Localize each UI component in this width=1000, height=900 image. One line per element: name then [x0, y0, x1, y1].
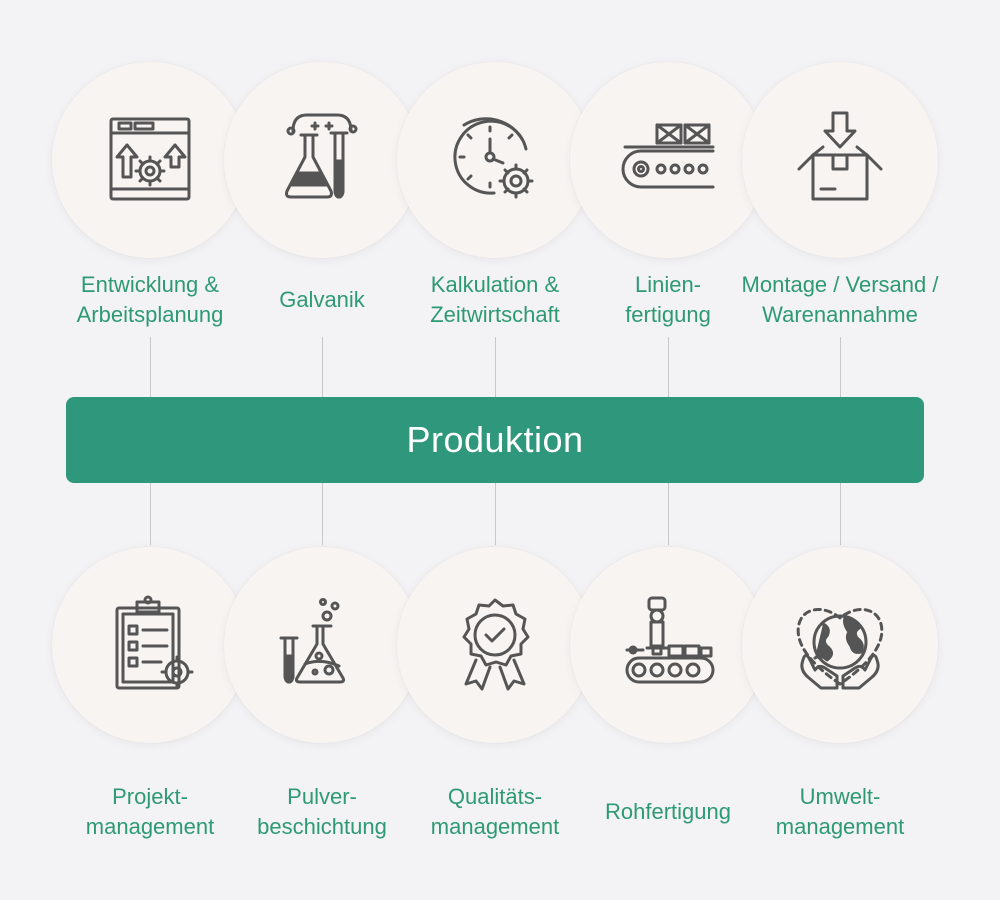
label-line: Umwelt-	[799, 784, 881, 809]
label-line: Warenannahme	[762, 302, 918, 327]
top-item-circle	[224, 62, 420, 258]
top-item-label: Entwicklung & Arbeitsplanung	[50, 270, 250, 330]
bottom-item-label: Qualitäts-management	[395, 782, 595, 842]
label-line: beschichtung	[257, 814, 387, 839]
label-line: fertigung	[625, 302, 711, 327]
blueprint-gear-icon	[95, 105, 205, 215]
clock-gear-icon	[440, 105, 550, 215]
production-bar: Produktion	[66, 397, 924, 483]
bottom-connector-line	[667, 483, 669, 545]
label-line: management	[430, 814, 560, 839]
bottom-connector-line	[839, 483, 841, 545]
top-connector-line	[839, 337, 841, 397]
top-item-circle	[570, 62, 766, 258]
label-line: Qualitäts-	[447, 784, 543, 809]
quality-badge-icon	[440, 590, 550, 700]
top-connector-line	[149, 337, 151, 397]
box-arrow-icon	[785, 105, 895, 215]
label-line: management	[775, 814, 905, 839]
production-title: Produktion	[406, 419, 584, 460]
top-connector-line	[494, 337, 496, 397]
label-line: Galvanik	[279, 287, 365, 312]
top-item-label: Montage / Versand / Warenannahme	[740, 270, 940, 330]
bottom-item-circle	[742, 547, 938, 743]
label-line: Rohfertigung	[605, 799, 731, 824]
globe-hands-icon	[785, 590, 895, 700]
bottom-connector-line	[321, 483, 323, 545]
top-item-circle	[742, 62, 938, 258]
label-line: Linien-	[634, 272, 702, 297]
bottom-item-label: Pulver-beschichtung	[222, 782, 422, 842]
bottom-connector-line	[149, 483, 151, 545]
label-line: Montage / Versand /	[741, 272, 939, 297]
conveyor-boxes-icon	[613, 105, 723, 215]
top-connector-line	[321, 337, 323, 397]
label-line: Arbeitsplanung	[76, 302, 224, 327]
bottom-item-label: Rohfertigung	[568, 797, 768, 827]
bottom-item-label: Umwelt-management	[740, 782, 940, 842]
label-line: Pulver-	[287, 784, 357, 809]
bottom-connector-line	[494, 483, 496, 545]
label-line: Projekt-	[112, 784, 188, 809]
top-item-label: Kalkulation & Zeitwirtschaft	[395, 270, 595, 330]
label-line: Zeitwirtschaft	[430, 302, 560, 327]
top-item-label: Galvanik	[222, 285, 422, 315]
label-line: Kalkulation &	[430, 272, 560, 297]
lab-glassware-icon	[267, 590, 377, 700]
top-item-label: Linien-fertigung	[568, 270, 768, 330]
clipboard-gear-icon	[95, 590, 205, 700]
top-connector-line	[667, 337, 669, 397]
bottom-item-label: Projekt-management	[50, 782, 250, 842]
label-line: management	[85, 814, 215, 839]
flask-tube-icon	[267, 105, 377, 215]
label-line: Entwicklung &	[80, 272, 220, 297]
robot-conveyor-icon	[613, 590, 723, 700]
bottom-item-circle	[397, 547, 593, 743]
